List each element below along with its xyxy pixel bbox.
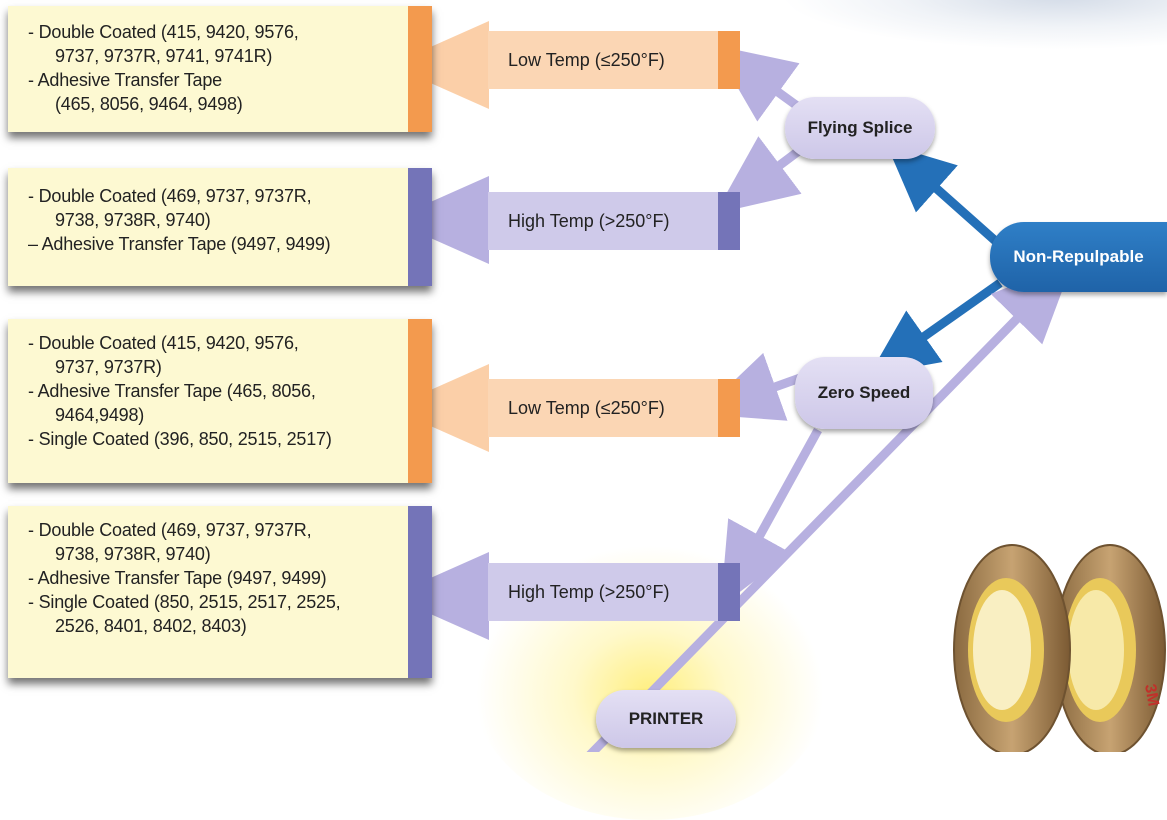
spec-line: 9464,9498) (55, 405, 145, 425)
temp-label: High Temp (>250°F) (508, 210, 670, 231)
printer-node: PRINTER (596, 690, 736, 748)
background-cloud (780, 0, 1167, 50)
spec-line: 9737, 9737R) (55, 357, 162, 377)
connector-arrows (390, 21, 1074, 752)
temp-accent-bar (718, 31, 740, 89)
spec-line: - Single Coated (850, 2515, 2517, 2525, (28, 592, 341, 612)
temp-accent-bar (718, 192, 740, 250)
svg-text:3M: 3M (1141, 683, 1162, 708)
spec-line: 9738, 9738R, 9740) (55, 210, 211, 230)
spec-line: – Adhesive Transfer Tape (9497, 9499) (28, 234, 331, 254)
spec-line: 9737, 9737R, 9741, 9741R) (55, 46, 273, 66)
temp-accent-bar (718, 379, 740, 437)
spec-box-2-accent-bar (408, 168, 432, 286)
spec-box-3-accent-bar (408, 319, 432, 483)
spec-box-4-accent-bar (408, 506, 432, 678)
temp-label: Low Temp (≤250°F) (508, 397, 665, 418)
spec-line: (465, 8056, 9464, 9498) (55, 94, 243, 114)
arrow-printer-to-non-repulpable (586, 261, 1074, 752)
arrow-to-high-temp-2 (720, 427, 822, 607)
non-repulpable-node: Non-Repulpable (990, 222, 1167, 292)
spec-box-2: - Double Coated (469, 9737, 9737R, 9738,… (8, 168, 432, 286)
temp-label: High Temp (>250°F) (508, 581, 670, 602)
spec-line: 2526, 8401, 8402, 8403) (55, 616, 247, 636)
spec-line: - Double Coated (415, 9420, 9576, (28, 22, 299, 42)
spec-box-1: - Double Coated (415, 9420, 9576, 9737, … (8, 6, 432, 132)
spec-line: - Adhesive Transfer Tape (465, 8056, (28, 381, 316, 401)
spec-box-3: - Double Coated (415, 9420, 9576, 9737, … (8, 319, 432, 483)
spec-line: - Double Coated (469, 9737, 9737R, (28, 520, 312, 540)
flying-splice-node: Flying Splice (785, 97, 935, 159)
spec-box-1-accent-bar (408, 6, 432, 132)
spec-line: - Double Coated (415, 9420, 9576, (28, 333, 299, 353)
spec-line: 9738, 9738R, 9740) (55, 544, 211, 564)
spec-line: - Single Coated (396, 850, 2515, 2517) (28, 429, 332, 449)
spec-line: - Adhesive Transfer Tape (28, 70, 222, 90)
spec-box-4: - Double Coated (469, 9737, 9737R, 9738,… (8, 506, 432, 678)
high-temp-box-1: High Temp (>250°F) (488, 192, 740, 250)
arrow-to-low-temp-2 (699, 352, 802, 421)
low-temp-box-1: Low Temp (≤250°F) (488, 31, 740, 89)
diagram-canvas: - Double Coated (415, 9420, 9576, 9737, … (8, 0, 1167, 820)
zero-speed-node: Zero Speed (795, 357, 933, 429)
node-label: PRINTER (628, 709, 704, 728)
temp-label: Low Temp (≤250°F) (508, 49, 665, 70)
node-label: Non-Repulpable (1013, 247, 1144, 266)
spec-line: - Double Coated (469, 9737, 9737R, (28, 186, 312, 206)
temp-accent-bar (718, 563, 740, 621)
spec-line: - Adhesive Transfer Tape (9497, 9499) (28, 568, 327, 588)
arrow-to-flying-splice (886, 144, 1003, 249)
high-temp-box-2: High Temp (>250°F) (488, 563, 740, 621)
arrow-to-high-temp-1 (715, 136, 803, 214)
arrow-to-zero-speed (869, 279, 1003, 376)
tape-rolls-image: 3M (953, 544, 1166, 752)
low-temp-box-2: Low Temp (≤250°F) (488, 379, 740, 437)
arrow-to-low-temp-1 (712, 44, 803, 122)
node-label: Flying Splice (807, 118, 913, 137)
node-label: Zero Speed (817, 383, 911, 402)
